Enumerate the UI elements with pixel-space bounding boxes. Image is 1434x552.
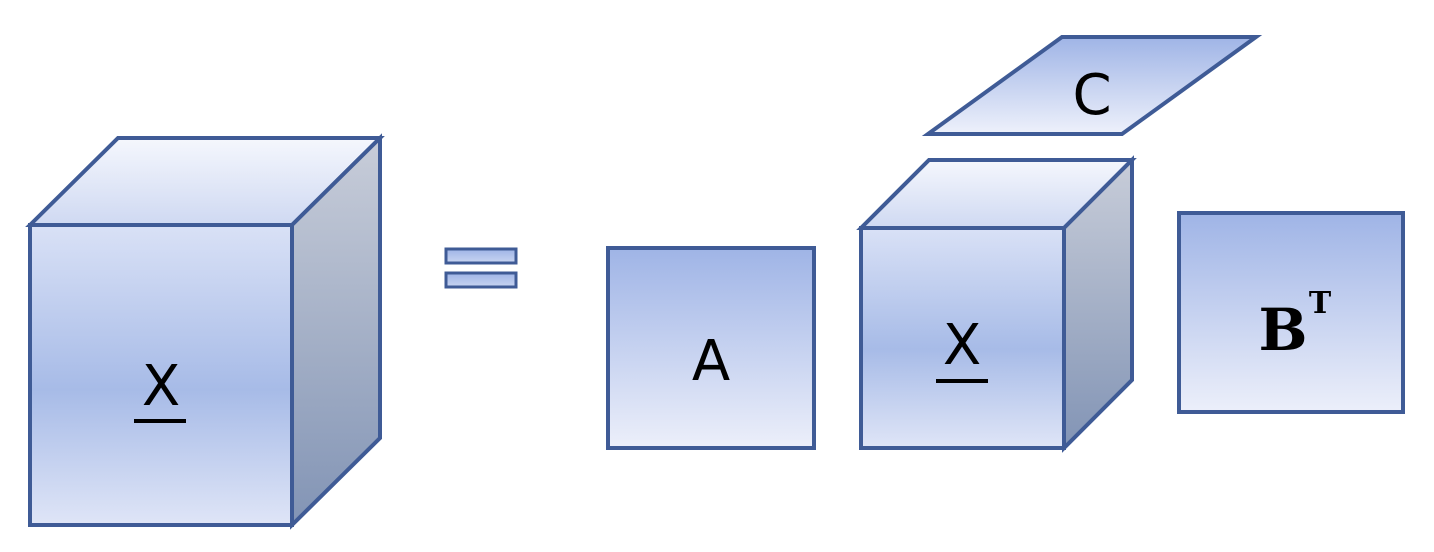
tensor-x-cube: X: [25, 133, 385, 530]
factor-a-square: [606, 246, 816, 450]
tensor-x-label: X: [142, 354, 180, 419]
equals-bottom-bar: [444, 271, 518, 289]
equals-sign: =: [444, 247, 518, 289]
core-front-face: [859, 226, 1066, 450]
factor-b-transpose-matrix: B T: [1177, 211, 1405, 414]
equals-top-bar: [444, 247, 518, 265]
core-tensor-label: X: [943, 313, 981, 378]
tensor-x-front-face: [28, 223, 294, 527]
factor-a-matrix: A: [606, 246, 816, 450]
core-tensor-cube: X: [856, 155, 1137, 453]
factor-c-label: C: [1072, 63, 1111, 128]
factor-b-label: B: [1258, 296, 1307, 364]
factor-b-superscript: T: [1309, 286, 1332, 321]
factor-b-square: [1177, 211, 1405, 414]
factor-a-label: A: [692, 329, 730, 394]
factor-c-parallelogram: [921, 35, 1263, 136]
factor-c-matrix: C: [921, 35, 1263, 136]
